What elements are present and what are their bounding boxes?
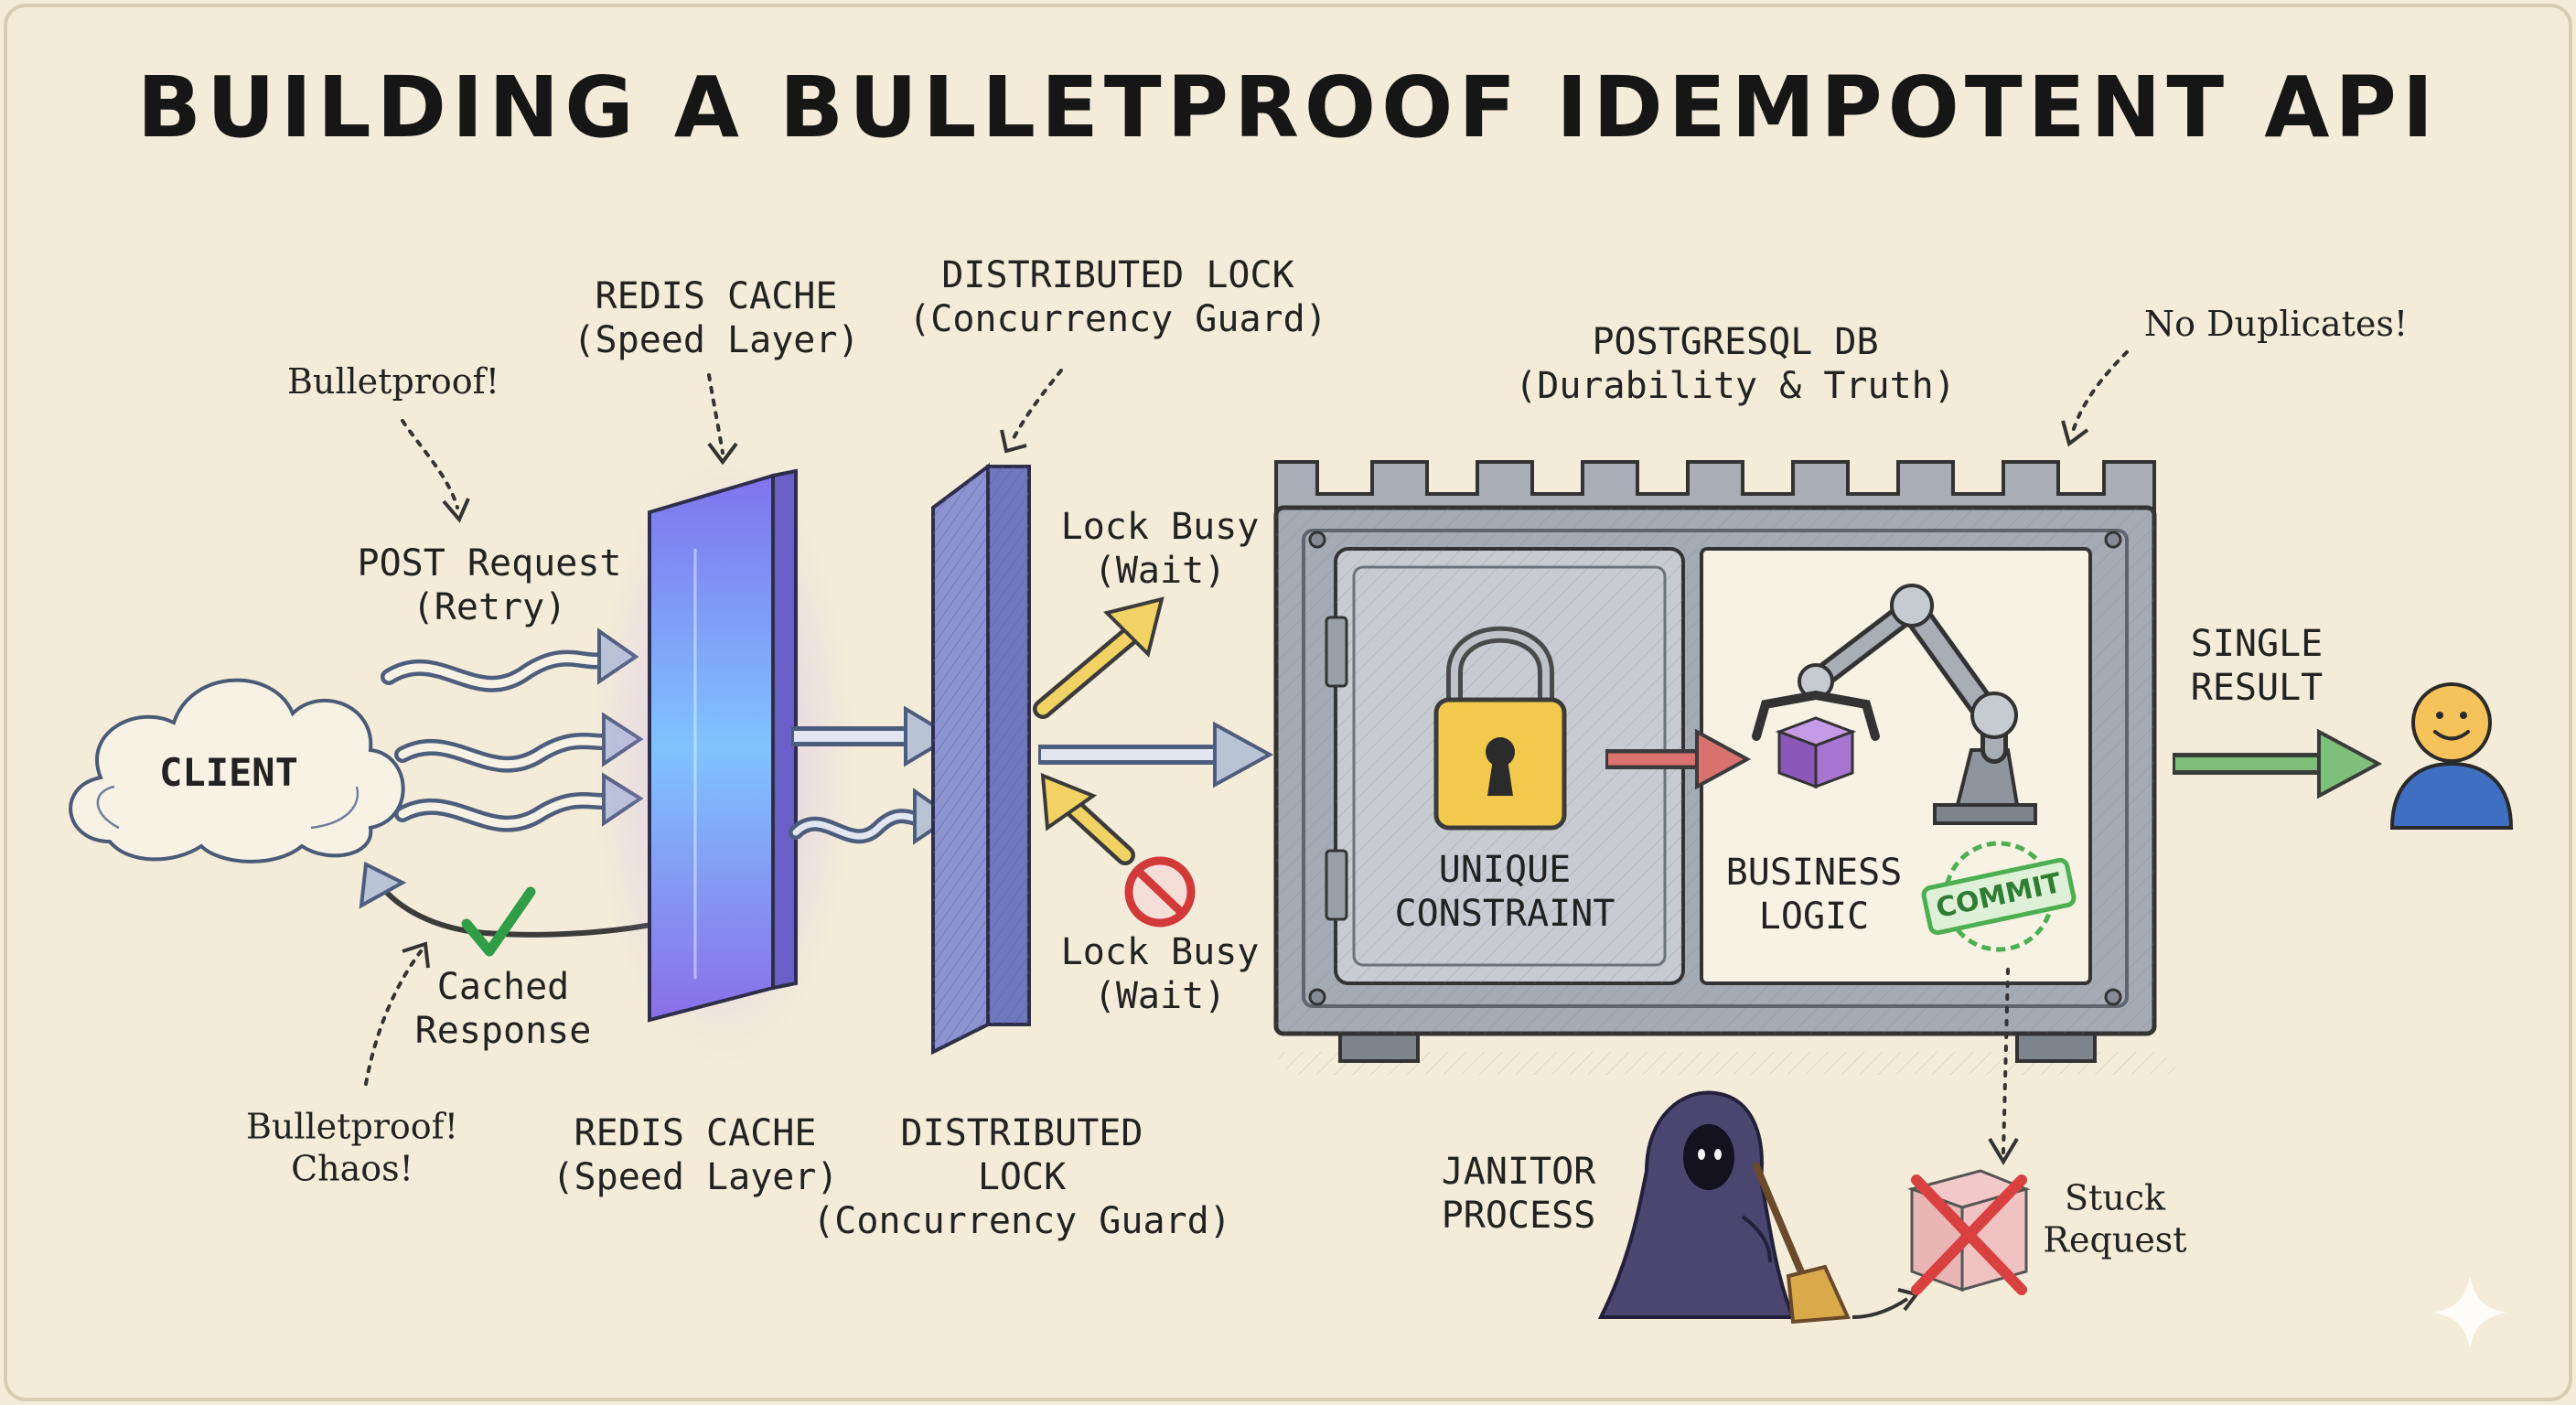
commit-to-stuck-dotted bbox=[2002, 968, 2010, 1154]
lock-bottom-line1: DISTRIBUTED bbox=[900, 1112, 1143, 1154]
sparkle-icon bbox=[2433, 1276, 2506, 1349]
single-result-line1: SINGLE bbox=[2190, 623, 2324, 665]
annotation-pointers bbox=[364, 350, 2129, 1086]
lock-busy-up-arrow bbox=[1033, 596, 1165, 719]
post-request-line1: POST Request bbox=[357, 542, 622, 585]
lock-busy-bottom-label: Lock Busy (Wait) bbox=[1061, 930, 1260, 1018]
lock-bottom-line2: LOCK bbox=[977, 1156, 1067, 1198]
lock-bottom-line3: (Concurrency Guard) bbox=[812, 1200, 1231, 1242]
business-logic-line2: LOGIC bbox=[1758, 896, 1870, 938]
user-icon bbox=[2389, 682, 2514, 830]
unique-constraint-line1: UNIQUE bbox=[1438, 849, 1572, 891]
cached-response-line1: Cached bbox=[436, 966, 570, 1008]
business-logic-label: BUSINESS LOGIC bbox=[1726, 851, 1903, 938]
postgres-line2: (Durability & Truth) bbox=[1515, 365, 1956, 407]
broom-to-stuck-arrow bbox=[1852, 1297, 1909, 1319]
janitor-icon bbox=[1597, 1090, 1796, 1319]
check-icon bbox=[461, 886, 536, 957]
lock-top-line1: DISTRIBUTED LOCK bbox=[941, 254, 1294, 296]
stuck-request-label: Stuck Request bbox=[2043, 1177, 2186, 1260]
redis-top-line2: (Speed Layer) bbox=[573, 319, 860, 361]
lock-busy-bottom-line1: Lock Busy bbox=[1060, 931, 1260, 973]
bulletproof-bottom-line: Bulletproof! bbox=[245, 1106, 459, 1147]
cube-icon bbox=[1775, 716, 1857, 789]
redis-cache-panel[interactable] bbox=[590, 448, 855, 1070]
page-title: BUILDING A BULLETPROOF IDEMPOTENT API bbox=[136, 58, 2440, 156]
single-result-arrow bbox=[2173, 728, 2383, 799]
cloud-icon bbox=[69, 678, 405, 863]
lock-busy-bottom-line2: (Wait) bbox=[1093, 975, 1227, 1017]
distributed-lock-panel[interactable] bbox=[931, 463, 1031, 1056]
redis-to-lock-arrows bbox=[789, 705, 955, 845]
lock-top-line2: (Concurrency Guard) bbox=[908, 298, 1327, 340]
no-duplicates-label: No Duplicates! bbox=[2143, 304, 2409, 345]
unique-constraint-line2: CONSTRAINT bbox=[1394, 893, 1615, 935]
janitor-line1: JANITOR bbox=[1441, 1151, 1596, 1193]
chaos-line: Chaos! bbox=[291, 1148, 413, 1188]
no-entry-icon bbox=[1124, 856, 1196, 928]
broom-icon bbox=[1753, 1163, 1851, 1325]
post-request-line2: (Retry) bbox=[412, 586, 567, 628]
janitor-line2: PROCESS bbox=[1441, 1195, 1596, 1237]
single-result-label: SINGLE RESULT bbox=[2191, 622, 2324, 710]
padlock-icon bbox=[1433, 626, 1567, 831]
postgres-label: POSTGRESQL DB (Durability & Truth) bbox=[1515, 320, 1956, 408]
stuck-box-icon bbox=[1907, 1169, 2031, 1295]
unique-to-business-arrow bbox=[1605, 728, 1752, 790]
lock-busy-down-arrow bbox=[1040, 772, 1135, 865]
page-frame bbox=[4, 4, 2572, 1401]
postgres-line1: POSTGRESQL DB bbox=[1592, 321, 1879, 363]
stuck-request-line2: Request bbox=[2043, 1219, 2187, 1260]
redis-bottom-label: REDIS CACHE (Speed Layer) bbox=[552, 1111, 838, 1199]
redis-top-label: REDIS CACHE (Speed Layer) bbox=[573, 274, 859, 362]
client-label: CLIENT bbox=[159, 749, 298, 795]
cached-response-line2: Response bbox=[414, 1010, 592, 1052]
commit-stamp bbox=[1921, 841, 2077, 952]
stuck-request-line1: Stuck bbox=[2064, 1177, 2166, 1218]
annotation-pointer-heads bbox=[402, 420, 2089, 969]
lock-busy-top-label: Lock Busy (Wait) bbox=[1061, 505, 1260, 593]
single-result-line2: RESULT bbox=[2190, 667, 2324, 709]
cached-response-label: Cached Response bbox=[415, 965, 592, 1053]
redis-bottom-line2: (Speed Layer) bbox=[552, 1156, 839, 1198]
lock-to-db-arrow bbox=[1038, 721, 1274, 788]
unique-constraint-label: UNIQUE CONSTRAINT bbox=[1395, 848, 1615, 936]
bulletproof-top-label: Bulletproof! bbox=[286, 361, 500, 402]
lock-top-label: DISTRIBUTED LOCK (Concurrency Guard) bbox=[908, 253, 1327, 341]
post-request-label: POST Request (Retry) bbox=[358, 542, 622, 629]
redis-bottom-line1: REDIS CACHE bbox=[574, 1112, 817, 1154]
lock-busy-top-line1: Lock Busy bbox=[1060, 506, 1260, 548]
business-logic-line1: BUSINESS bbox=[1725, 852, 1903, 894]
bulletproof-chaos-label: Bulletproof! Chaos! bbox=[246, 1106, 458, 1189]
janitor-label: JANITOR PROCESS bbox=[1442, 1150, 1596, 1238]
robot-arm-icon bbox=[1752, 584, 2037, 825]
lock-busy-top-line2: (Wait) bbox=[1093, 550, 1227, 592]
lock-bottom-label: DISTRIBUTED LOCK (Concurrency Guard) bbox=[812, 1111, 1231, 1243]
redis-top-line1: REDIS CACHE bbox=[595, 275, 838, 317]
